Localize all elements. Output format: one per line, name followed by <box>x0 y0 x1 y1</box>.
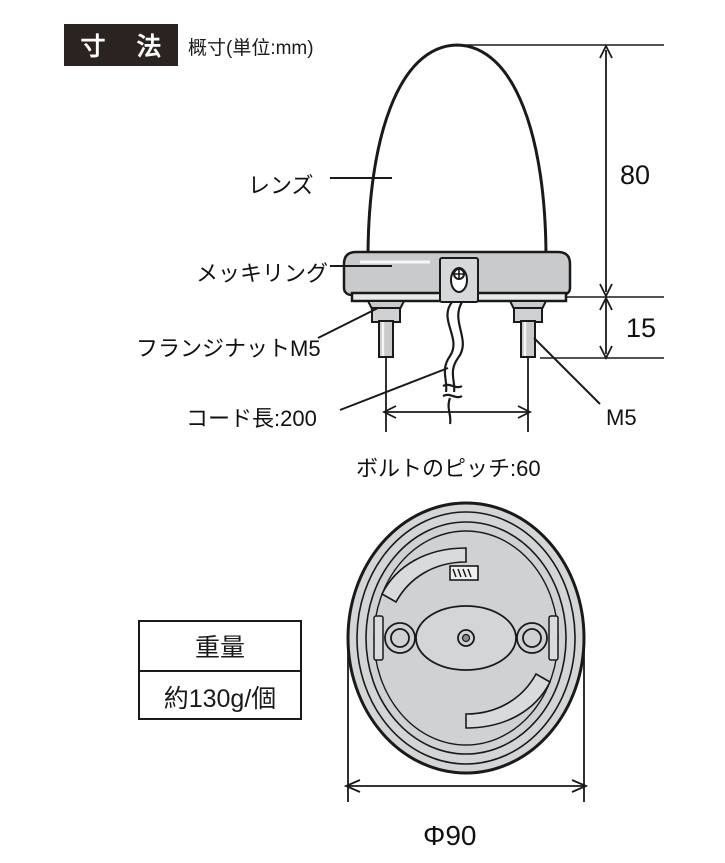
weight-table-header: 重量 <box>140 622 300 672</box>
notch-left <box>373 615 384 661</box>
weight-table: 重量 約130g/個 <box>138 620 302 720</box>
side-view-drawing <box>317 43 664 432</box>
section-title-badge: 寸 法 <box>64 24 178 66</box>
center-screw-pin <box>461 633 471 643</box>
callout-bolt-pitch: ボルトのピッチ:60 <box>356 456 541 481</box>
bolt-right <box>508 300 548 358</box>
dimension-bolt-pitch <box>381 358 533 432</box>
screw-cross-icon <box>455 270 463 278</box>
dimension-value-diameter: Φ90 <box>423 820 477 851</box>
unit-note: 概寸(単位:mm) <box>188 38 314 59</box>
callout-bolt-thread: M5 <box>606 405 637 430</box>
callout-cord-length: コード長:200 <box>186 406 317 431</box>
dimension-diameter <box>343 630 589 802</box>
weight-table-value: 約130g/個 <box>163 685 277 713</box>
bolt-hole-left <box>384 622 416 654</box>
slot-top-left <box>380 547 467 604</box>
leader-flange-nut <box>317 307 379 339</box>
dimension-value-bolt-length: 15 <box>626 313 657 343</box>
callout-plating-ring: メッキリング <box>196 261 329 286</box>
brand-logo-icon <box>449 565 479 581</box>
leader-cord <box>339 367 449 411</box>
bolt-hole-right <box>516 622 548 654</box>
dimension-15 <box>599 295 613 361</box>
dimension-value-height: 80 <box>620 160 651 190</box>
nut-body-left <box>371 307 401 323</box>
leader-m5 <box>533 337 601 405</box>
callout-flange-nut: フランジナットM5 <box>136 336 321 361</box>
callout-lens: レンズ <box>248 173 314 198</box>
notch-right <box>548 615 559 661</box>
bolt-shaft-left <box>378 320 394 358</box>
dimension-80 <box>599 43 613 299</box>
bottom-view-drawing <box>343 501 589 802</box>
bolt-left <box>366 300 406 358</box>
power-cord <box>442 301 464 425</box>
nut-body-right <box>513 307 543 323</box>
slot-bottom-right <box>465 672 552 729</box>
lens-dome-shape <box>366 43 548 260</box>
bolt-shaft-right <box>520 320 536 358</box>
